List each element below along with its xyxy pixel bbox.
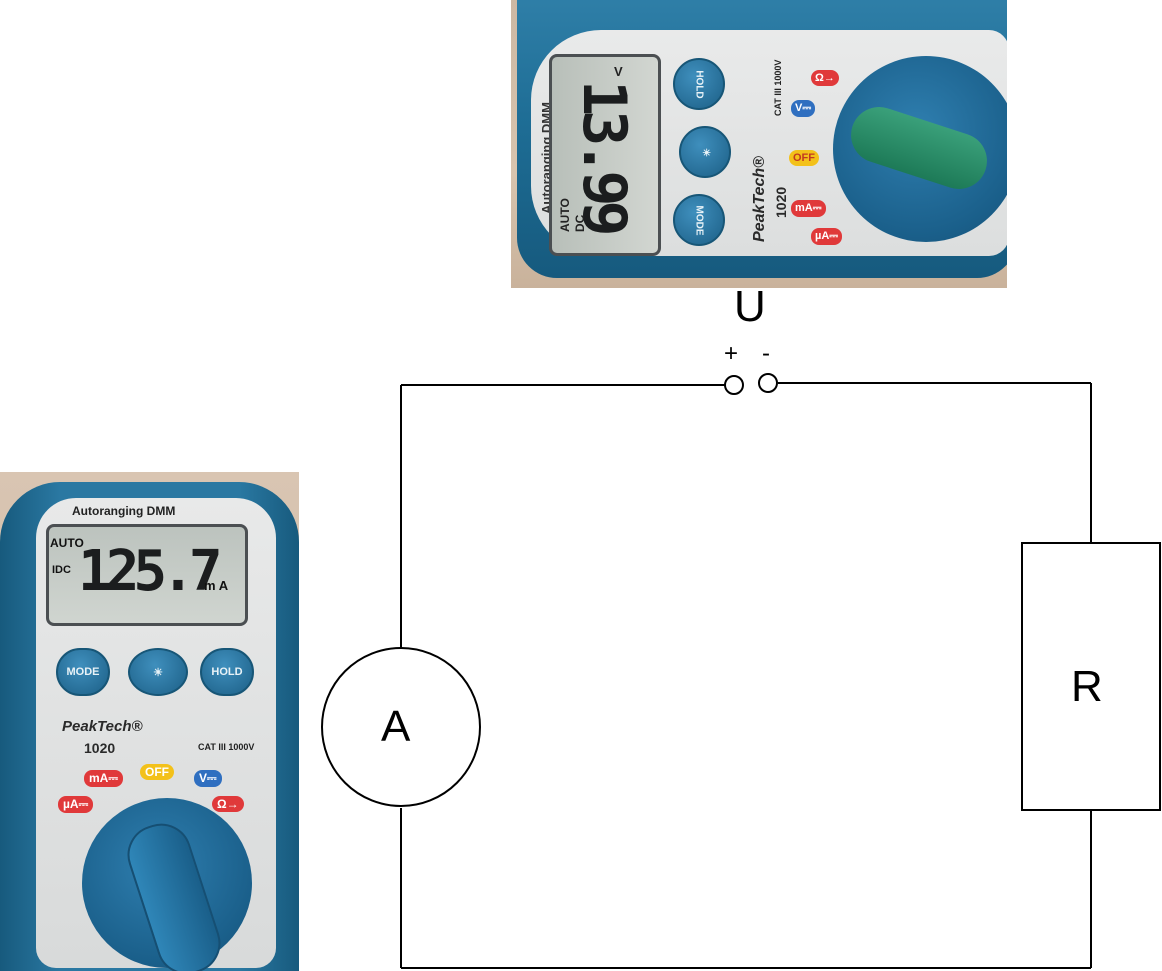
voltage-label: U [734,282,766,331]
voltmeter-badge-ohm: Ω→ [811,70,839,86]
ammeter-mode-label: MODE [66,666,100,678]
voltmeter-badge-ua: µA⎓ [811,228,843,245]
ammeter-lcd [46,524,248,626]
ammeter-badge-ua: µA⎓ [58,796,94,813]
ammeter-hold-button[interactable]: HOLD [200,648,254,696]
voltmeter-badge-off: OFF [789,150,819,166]
ammeter-badge-ohm: Ω→ [212,796,244,812]
ammeter-label: A [381,702,411,751]
ammeter-rating: CAT III 1000V [198,742,255,752]
voltmeter-light-button[interactable]: ☀ [679,126,731,178]
ammeter-reading: 125.7 [78,539,223,604]
voltmeter-badge-ma: mA⎓ [791,200,826,217]
plus-label: + [724,340,739,367]
negative-terminal [758,373,778,393]
ammeter-badge-off: OFF [140,764,174,780]
ammeter-model: 1020 [84,740,116,756]
ammeter-badge-ma: mA⎓ [84,770,123,787]
voltmeter-lcd [549,54,661,256]
ammeter-light-button[interactable]: ☀ [128,648,188,696]
ammeter-brand: PeakTech® [62,718,143,735]
ammeter-auto-indicator: AUTO [50,536,84,550]
resistor-symbol [1021,542,1161,811]
ammeter-mode-button[interactable]: MODE [56,648,110,696]
voltmeter-hold-button[interactable]: HOLD [673,58,725,110]
ammeter-hold-label: HOLD [211,666,243,678]
resistor-label: R [1071,662,1103,711]
light-bulb-icon: ☀ [153,666,163,679]
ammeter-idc-indicator: IDC [52,564,71,576]
voltmeter-badge-v: V⎓ [791,100,816,117]
ammeter-symbol [321,647,481,807]
ammeter-photo: Autoranging DMM AUTO IDC 125.7 m A MODE … [0,472,299,971]
ammeter-unit: m A [204,578,229,593]
voltmeter-mode-button[interactable]: MODE [673,194,725,246]
ammeter-badge-v: V⎓ [194,770,222,787]
voltmeter-unit: V [614,64,623,79]
minus-label: - [762,340,770,367]
positive-terminal [724,375,744,395]
ammeter-header: Autoranging DMM [72,504,176,518]
voltmeter-photo: Autoranging DMM 13.99 V AUTO DC HOLD ☀ M… [511,0,1007,288]
